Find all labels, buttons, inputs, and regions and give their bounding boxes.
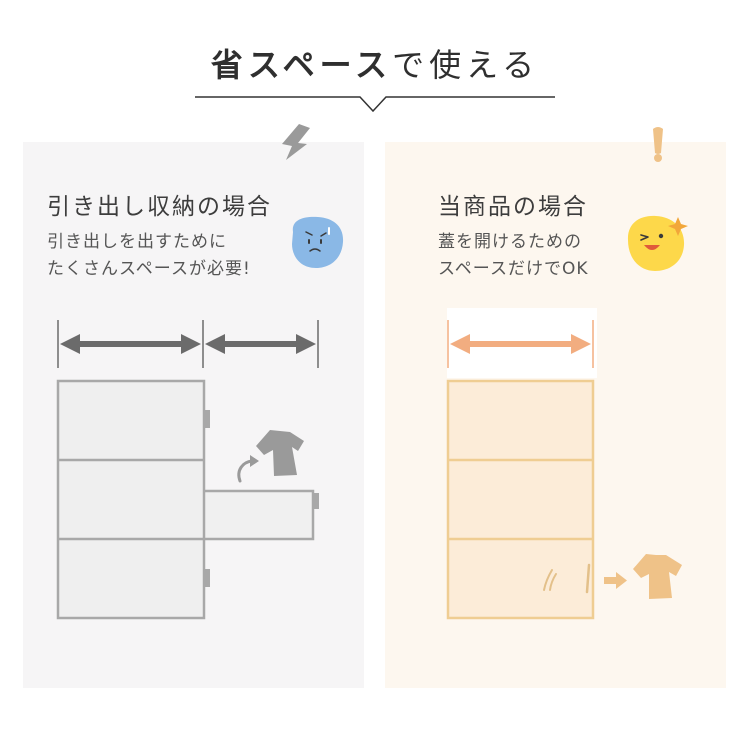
left-desc-line1: 引き出しを出すために	[47, 232, 227, 252]
lightning-icon	[282, 124, 310, 160]
worried-face-icon	[292, 216, 344, 268]
title-rest: で使える	[392, 46, 540, 84]
right-desc-line1: 蓋を開けるための	[438, 232, 582, 252]
product-cabinet	[446, 379, 595, 620]
title-underline	[195, 96, 555, 113]
title-bold: 省スペース	[210, 46, 393, 84]
right-heading: 当商品の場合	[438, 194, 588, 220]
right-desc-line2: スペースだけでOK	[438, 259, 589, 279]
tshirt-icon	[256, 430, 304, 476]
left-desc-line2: たくさんスペースが必要!	[47, 259, 251, 279]
right-arrow-icon	[604, 572, 627, 589]
left-heading: 引き出し収納の場合	[47, 194, 272, 220]
page-title: 省スペースで使える	[0, 40, 750, 86]
right-width-arrow	[447, 308, 597, 378]
exclamation-icon	[653, 127, 663, 162]
left-width-arrows	[57, 320, 319, 368]
curved-arrow-icon	[237, 455, 259, 483]
tshirt-icon	[633, 554, 682, 599]
drawer-cabinet	[56, 379, 319, 620]
right-desc: 蓋を開けるための スペースだけでOK	[438, 229, 589, 283]
left-desc: 引き出しを出すために たくさんスペースが必要!	[47, 229, 251, 283]
happy-face-icon	[627, 215, 688, 271]
